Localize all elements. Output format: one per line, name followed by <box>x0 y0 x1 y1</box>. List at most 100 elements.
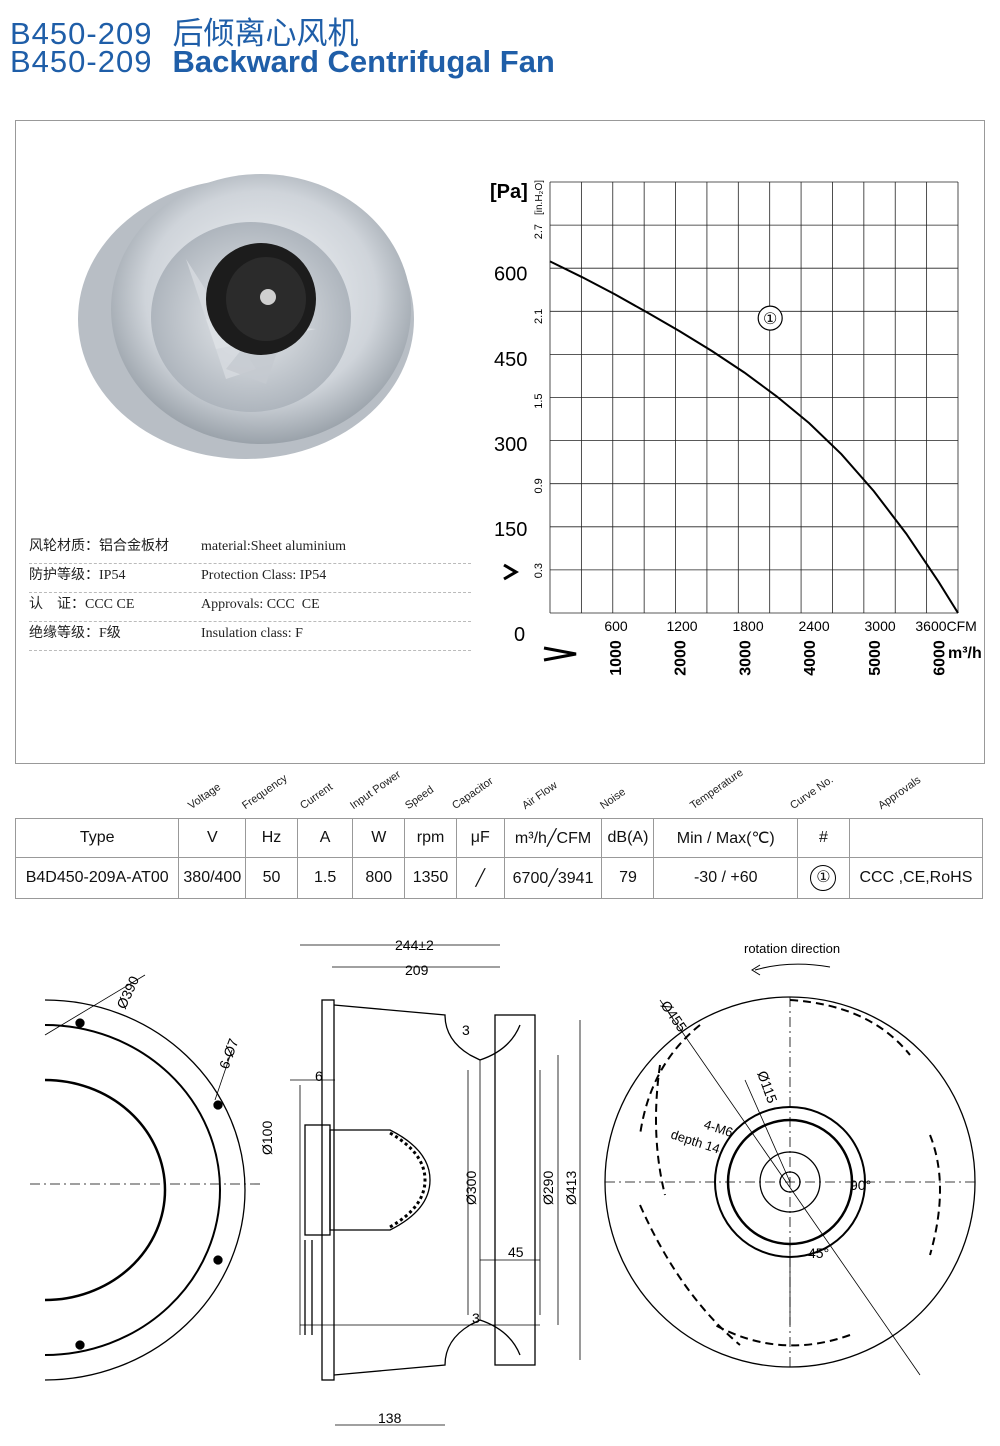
y-tick-label-pa: 0 <box>514 624 525 646</box>
spec-row-insulation: 绝缘等级：F级 Insulation class: F <box>29 622 471 651</box>
y-tick-label-inh2o: 2.1 <box>533 309 545 324</box>
unit-approvals <box>848 818 984 858</box>
unit-db: dB(A) <box>601 818 655 858</box>
y-tick-label-inh2o: 1.5 <box>533 393 545 408</box>
y-axis-label-inh2o: [in.H₂O] <box>534 180 545 215</box>
cell-curve-no: ① <box>797 857 850 899</box>
angle-45: 45° <box>808 1245 829 1261</box>
x-tick-label-m3h: 3000 <box>737 640 754 676</box>
table-row: B4D450-209A-AT00 380/400 50 1.5 800 1350… <box>14 857 984 899</box>
dim-3-bottom: 3 <box>472 1310 480 1326</box>
unit-airflow: m³/h╱CFM <box>503 818 603 858</box>
y-tick-label-pa: 150 <box>494 519 527 541</box>
technical-drawings: Ø390 6-Ø7 244±2 209 3 3 6 Ø100 Ø300 Ø290… <box>30 937 976 1426</box>
title-en: B450-209 Backward Centrifugal Fan <box>10 44 555 80</box>
hdr-voltage: Voltage <box>186 781 224 812</box>
table-rotated-headers: Voltage Frequency Current Input Power Sp… <box>15 762 983 818</box>
cell-approvals: CCC ,CE,RoHS <box>848 857 984 899</box>
x-tick-label-cfm: 3600CFM <box>915 618 976 634</box>
drawing-left-view <box>30 974 260 1381</box>
cell-capacitor: ╱ <box>455 857 505 899</box>
x-tick-label-m3h: 2000 <box>673 640 690 676</box>
x-tick-label-cfm: 1200 <box>666 618 697 634</box>
unit-type: Type <box>14 818 180 858</box>
spec-insulation-cn: 绝缘等级：F级 <box>29 626 121 641</box>
x-tick-label-cfm: 1800 <box>732 618 763 634</box>
hdr-speed: Speed <box>403 783 437 812</box>
drawing-front-view <box>604 963 976 1376</box>
spec-row-material: 风轮材质：铝合金板材 material:Sheet aluminium <box>29 535 471 564</box>
dim-d300: Ø300 <box>463 1171 479 1205</box>
curve-label-circle <box>757 305 783 331</box>
x-unit-label: m³/h <box>948 645 982 662</box>
unit-hz: Hz <box>245 818 298 858</box>
dim-3-top: 3 <box>462 1022 470 1038</box>
dim-d413: Ø413 <box>563 1171 579 1205</box>
dim-d390: Ø390 <box>113 973 142 1011</box>
cell-noise: 79 <box>601 857 655 899</box>
spec-row-protection: 防护等级：IP54 Protection Class: IP54 <box>29 564 471 593</box>
x-arrow-icon <box>543 646 577 662</box>
hdr-frequency: Frequency <box>240 772 290 812</box>
overview-panel: 风轮材质：铝合金板材 material:Sheet aluminium 防护等级… <box>15 120 985 764</box>
hdr-air-flow: Air Flow <box>520 779 560 812</box>
dim-244: 244±2 <box>395 937 434 953</box>
spec-approvals-cn: 认 证：CCC CE <box>29 597 135 612</box>
y-tick-label-inh2o: 0.9 <box>533 478 545 493</box>
y-tick-label-inh2o: 0.3 <box>533 563 545 578</box>
y-tick-label-inh2o: 2.7 <box>533 224 545 239</box>
series-line-1 <box>549 260 959 614</box>
x-tick-label-m3h: 5000 <box>867 640 884 676</box>
x-tick-label-cfm: 600 <box>604 618 628 634</box>
cell-current: 1.5 <box>296 857 354 899</box>
spec-approvals-en: Approvals: CCC CE <box>201 597 320 612</box>
spec-table-section: Voltage Frequency Current Input Power Sp… <box>14 762 984 902</box>
dim-138: 138 <box>378 1410 402 1426</box>
table-units-row: Type V Hz A W rpm μF m³/h╱CFM dB(A) Min … <box>14 818 984 858</box>
y-arrow-icon <box>503 563 519 581</box>
dim-d290: Ø290 <box>540 1171 556 1205</box>
x-tick-label-m3h: 1000 <box>608 640 625 676</box>
spec-table: Type V Hz A W rpm μF m³/h╱CFM dB(A) Min … <box>14 818 984 899</box>
curve-label: ① <box>763 311 777 328</box>
spec-material-cn: 风轮材质：铝合金板材 <box>29 539 169 554</box>
cell-airflow: 6700╱3941 <box>503 857 603 899</box>
model-code-2: B450-209 <box>10 44 153 79</box>
unit-v: V <box>178 818 247 858</box>
cell-temperature: -30 / +60 <box>653 857 799 899</box>
spec-row-approvals: 认 证：CCC CE Approvals: CCC CE <box>29 593 471 622</box>
cell-power: 800 <box>352 857 406 899</box>
hdr-current: Current <box>298 781 336 812</box>
dim-209: 209 <box>405 962 429 978</box>
dim-holes: 6-Ø7 <box>216 1036 242 1071</box>
cell-type: B4D450-209A-AT00 <box>14 857 180 899</box>
x-tick-label-m3h: 4000 <box>802 640 819 676</box>
cell-frequency: 50 <box>245 857 298 899</box>
product-name-en: Backward Centrifugal Fan <box>172 44 555 79</box>
cell-voltage: 380/400 <box>178 857 247 899</box>
unit-temp: Min / Max(℃) <box>653 818 799 858</box>
hdr-noise: Noise <box>598 786 629 812</box>
dim-6: 6 <box>315 1068 323 1084</box>
spec-insulation-en: Insulation class: F <box>201 626 303 641</box>
hdr-temperature: Temperature <box>688 766 746 812</box>
dim-d100: Ø100 <box>259 1121 275 1155</box>
y-tick-label-pa: 450 <box>494 349 527 371</box>
dim-45: 45 <box>508 1244 524 1260</box>
dim-d115: Ø115 <box>754 1069 780 1106</box>
y-tick-label-pa: 600 <box>494 264 527 286</box>
x-tick-label-m3h: 6000 <box>932 640 949 676</box>
spec-protection-en: Protection Class: IP54 <box>201 568 327 583</box>
unit-w: W <box>352 818 406 858</box>
unit-curve: # <box>797 818 850 858</box>
hdr-capacitor: Capacitor <box>450 775 496 812</box>
rotation-direction-label: rotation direction <box>744 941 840 956</box>
spec-protection-cn: 防护等级：IP54 <box>29 568 126 583</box>
unit-rpm: rpm <box>404 818 457 858</box>
chart-grid <box>549 181 959 614</box>
performance-chart: [Pa] [in.H₂O] 60045030015002.72.11.50.90… <box>490 180 982 676</box>
hdr-approvals: Approvals <box>876 774 924 812</box>
